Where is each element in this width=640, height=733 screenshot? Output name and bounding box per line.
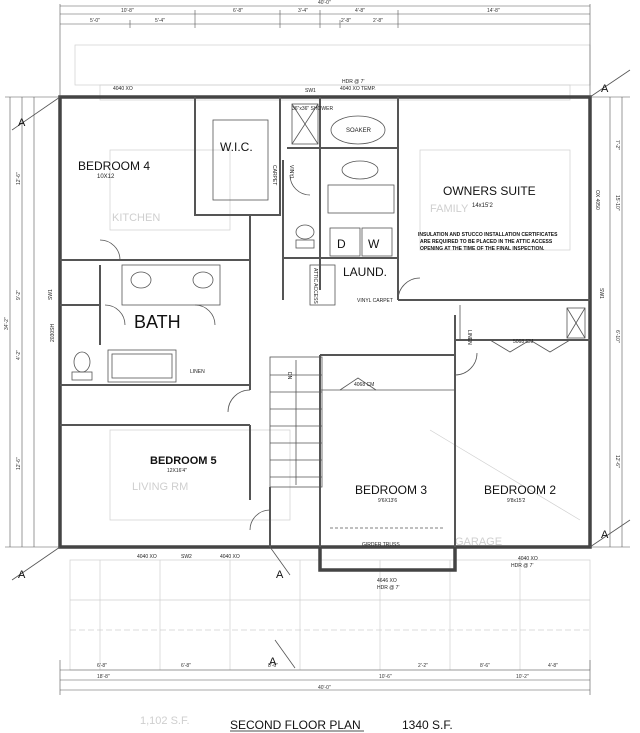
bedroom2-label: BEDROOM 2 [484, 483, 556, 497]
laundry-label: LAUND. [343, 265, 387, 279]
note-line-2: ARE REQUIRED TO BE PLACED IN THE ATTIC A… [420, 239, 553, 245]
section-mark-4: A [601, 529, 609, 541]
ghost-garage-label: GARAGE [455, 536, 502, 548]
vinyl-label: VINYL [288, 165, 294, 180]
note-line-1: INSULATION AND STUCCO INSTALLATION CERTI… [418, 232, 558, 238]
dim-bottom-sub-3: 10'-2" [516, 674, 529, 680]
dim-right-4: 12'-6" [614, 455, 620, 468]
dim-top-2: 6'-8" [233, 8, 243, 14]
dim-overall-top: 40'-0" [318, 0, 331, 6]
dim-top-sub-4: 2'-8" [373, 18, 383, 24]
bedroom4-size: 10X12 [97, 174, 115, 180]
bedroom2-size: 9'8x15'2 [507, 498, 526, 504]
dim-overall-left: 34'-2" [4, 317, 10, 330]
dim-left-1: 12'-6" [16, 172, 22, 185]
dim-right-2: 15'-10" [614, 195, 620, 211]
dim-left-3: 4'-2" [16, 350, 22, 360]
window-labels: 4040 XO HDR @ 7' 4040 XO TEMP. SW1 SW1 S… [48, 79, 604, 591]
carpet-label: CARPET [271, 165, 277, 185]
owners-suite-label: OWNERS SUITE [443, 184, 536, 198]
linen-label-hall: LINEN [466, 330, 472, 345]
section-mark-3: A [601, 83, 609, 95]
stair-down-label: DN [286, 372, 292, 380]
linen-label-bath: LINEN [190, 369, 205, 375]
ghost-kitchen-label: KITCHEN [112, 212, 160, 224]
vinyl-carpet-label: VINYL CARPET [357, 298, 393, 304]
attic-note: INSULATION AND STUCCO INSTALLATION CERTI… [418, 232, 558, 252]
section-markers: A A A A A A [11, 69, 631, 669]
section-mark-2: A [18, 569, 26, 581]
closet-window-5068: 5068 CM [513, 339, 533, 345]
dim-bottom-2: 6'-8" [181, 663, 191, 669]
dim-overall-bottom: 40'-0" [318, 685, 331, 691]
window-bottom-right: 4040 XO [518, 556, 538, 562]
dim-top-sub-2: 5'-4" [155, 18, 165, 24]
dimension-text: 40'-0" 10'-8" 6'-8" 3'-4" 4'-8" 14'-8" 5… [4, 0, 620, 691]
dim-top-sub-1: 5'-0" [90, 18, 100, 24]
dim-top-5: 14'-8" [487, 8, 500, 14]
bedroom3-size: 9'6X13'6 [378, 498, 397, 504]
dim-bottom-sub-2: 10'-6" [379, 674, 392, 680]
closet-window-4068: 4068 CM [354, 382, 374, 388]
window-top-temp: 4040 XO TEMP. [340, 86, 376, 92]
ghost-family-label: FAMILY [430, 203, 469, 215]
room-labels: BEDROOM 4 10X12 W.I.C. OWNERS SUITE 14x1… [78, 140, 556, 504]
dim-right-1: 7'-2" [614, 140, 620, 150]
window-right-side: OX 4050 [594, 190, 600, 210]
dryer-label: D [337, 237, 346, 251]
wic-label: W.I.C. [220, 140, 253, 154]
dim-bottom-sub-1: 18'-8" [97, 674, 110, 680]
interior-walls [60, 97, 590, 547]
bath-label: BATH [134, 312, 181, 332]
dim-left-4: 12'-6" [16, 457, 22, 470]
bedroom4-label: BEDROOM 4 [78, 159, 150, 173]
dim-right-3: 6'-10" [614, 330, 620, 343]
dim-top-3: 3'-4" [298, 8, 308, 14]
window-bottom-mid: 4040 XO [220, 554, 240, 560]
ghost-living-label: LIVING RM [132, 481, 188, 493]
exterior-walls [58, 95, 592, 572]
fixture-labels: 36"x36" SHOWER SOAKER LINEN LINEN DN ATT… [190, 106, 472, 548]
bedroom5-label: BEDROOM 5 [150, 455, 217, 467]
owners-suite-size: 14x15'2 [472, 203, 493, 209]
ghost-first-floor: KITCHEN LIVING RM FAMILY GARAGE 1,102 S.… [69, 44, 591, 727]
window-left-side: 2030SH [50, 324, 56, 342]
dim-bottom-6: 4'-8" [548, 663, 558, 669]
dim-top-4: 4'-8" [355, 8, 365, 14]
section-mark-6: A [269, 656, 277, 668]
dim-bottom-3: 8'-6" [268, 663, 278, 669]
window-sw1-top: SW1 [305, 88, 316, 94]
soaker-label: SOAKER [346, 128, 372, 134]
note-line-3: OPENING AT THE TIME OF THE FINAL INSPECT… [420, 246, 545, 252]
window-bottom-center-hdr: HDR @ 7' [377, 585, 399, 591]
window-bottom-left: 4040 XO [137, 554, 157, 560]
dim-bottom-4: 2'-2" [418, 663, 428, 669]
section-mark-1: A [18, 117, 26, 129]
shower-label: 36"x36" SHOWER [292, 106, 333, 112]
attic-access-label: ATTIC ACCESS [312, 268, 318, 304]
section-mark-5: A [276, 569, 284, 581]
window-top-left: 4040 XO [113, 86, 133, 92]
window-sw1-left: SW1 [48, 289, 54, 300]
window-sw2: SW2 [181, 554, 192, 560]
dim-left-2: 9'-2" [16, 290, 22, 300]
bedroom5-size: 12X16'4" [167, 468, 187, 474]
dim-top-1: 10'-8" [121, 8, 134, 14]
washer-label: W [368, 237, 380, 251]
dim-bottom-1: 6'-8" [97, 663, 107, 669]
girder-truss-label: GIRDER TRUSS [362, 542, 400, 548]
dimension-lines [5, 4, 630, 695]
bedroom3-label: BEDROOM 3 [355, 483, 427, 497]
dim-top-sub-3: 2'-8" [341, 18, 351, 24]
plan-title: SECOND FLOOR PLAN [230, 718, 361, 732]
window-bottom-center: 4646 XO [377, 578, 397, 584]
window-bottom-right-hdr: HDR @ 7' [511, 563, 533, 569]
ghost-area-label: 1,102 S.F. [140, 715, 190, 727]
dim-bottom-5: 8'-6" [480, 663, 490, 669]
plan-area: 1340 S.F. [402, 718, 453, 732]
window-sw1-right: SW1 [598, 288, 604, 299]
plan-footer: SECOND FLOOR PLAN 1340 S.F. [230, 718, 453, 732]
window-top-hdr: HDR @ 7' [342, 79, 364, 85]
